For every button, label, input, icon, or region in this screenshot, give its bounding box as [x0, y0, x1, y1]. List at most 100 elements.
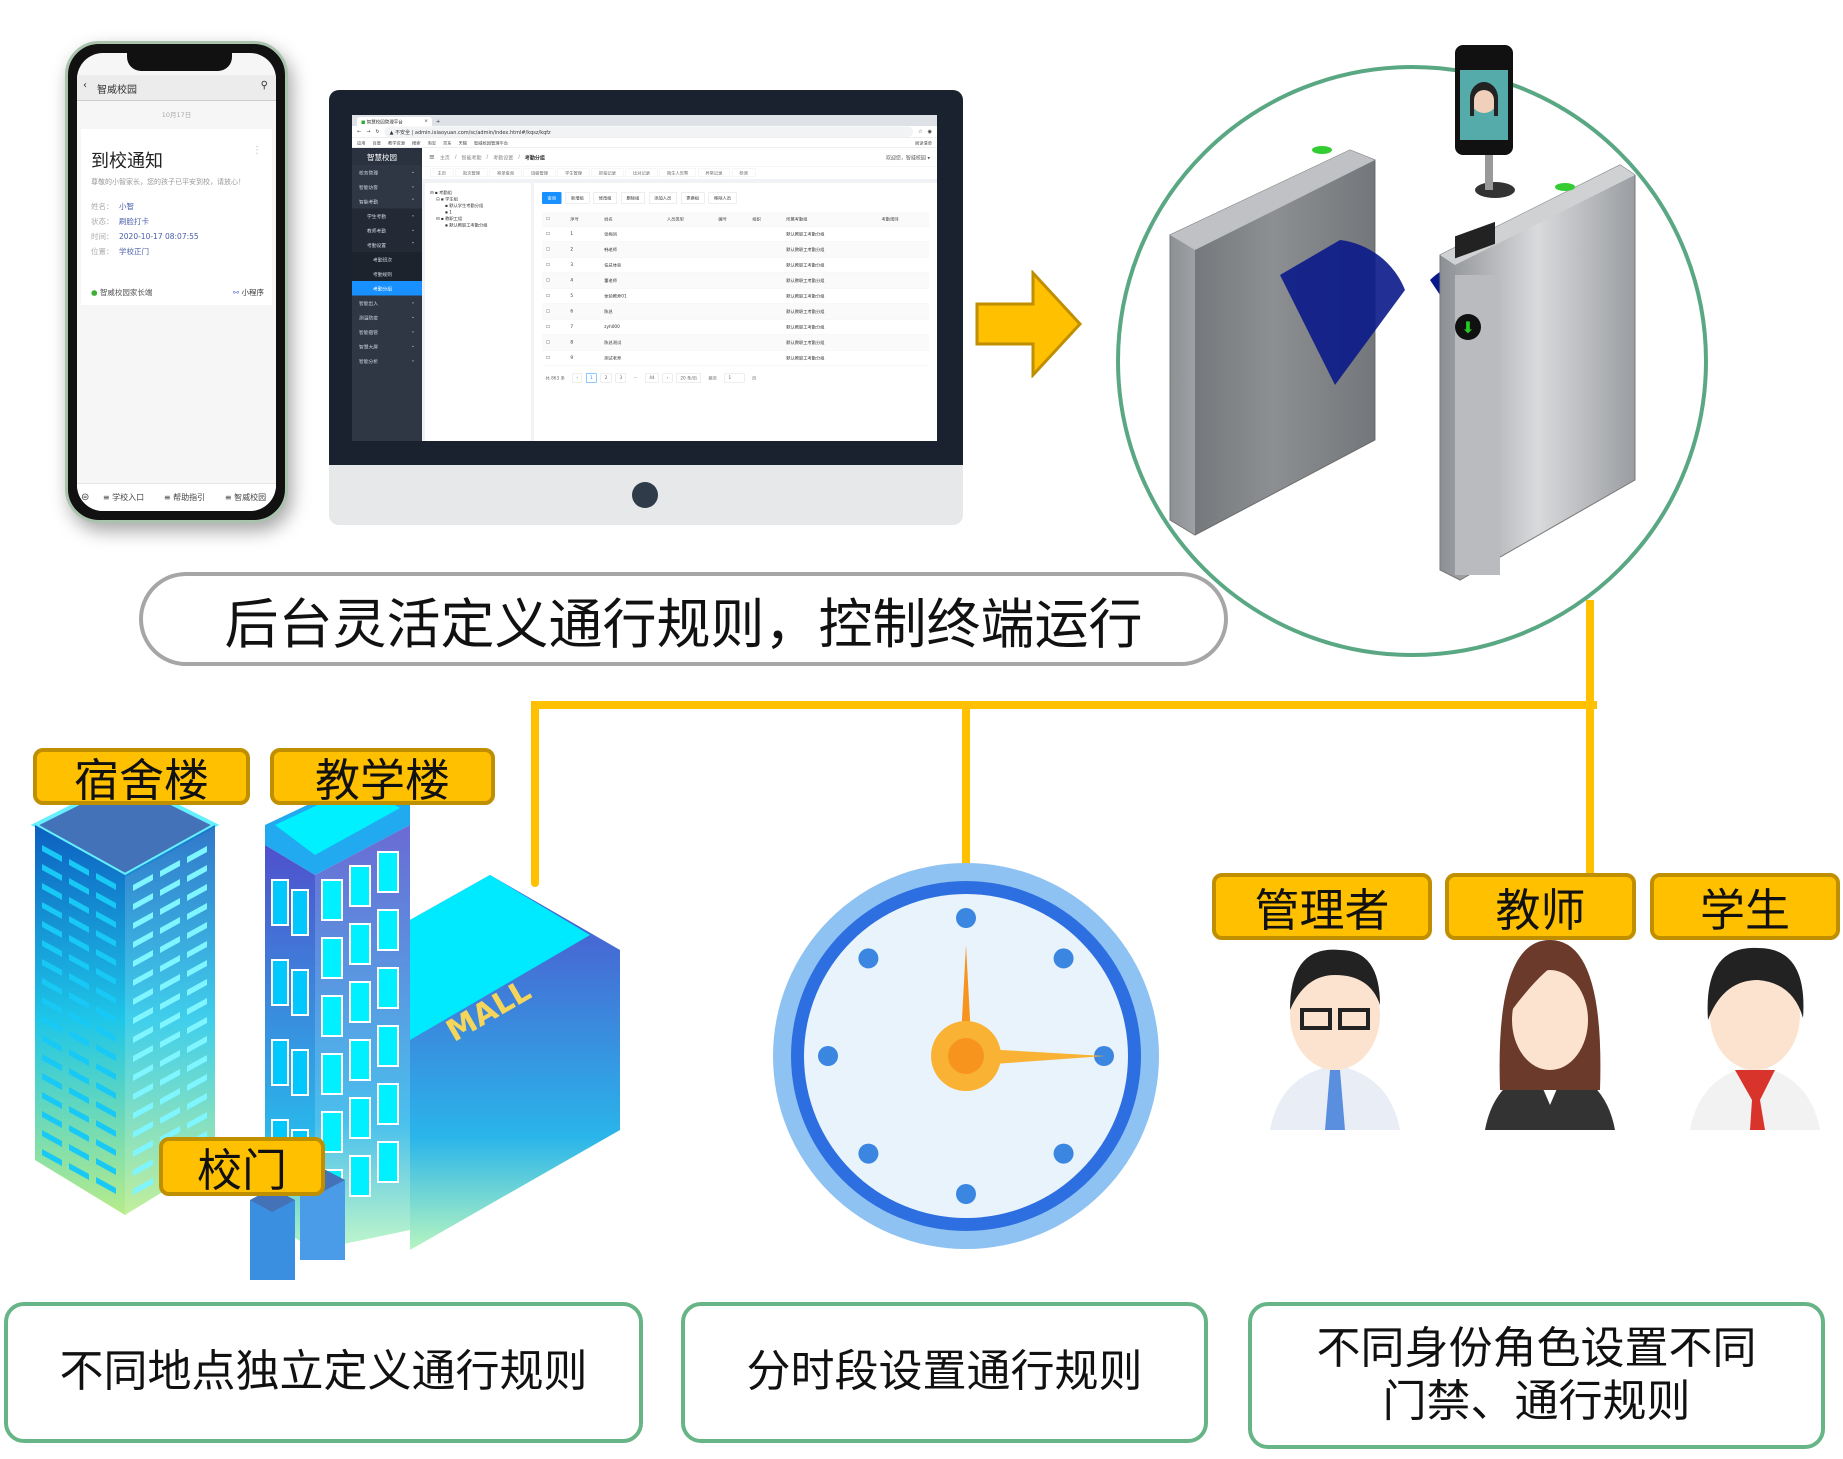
prev-page[interactable]: ‹ [572, 373, 583, 383]
menu-icon[interactable]: ≡ [429, 153, 435, 161]
breadcrumb[interactable]: 考勤设置 [493, 155, 514, 161]
window [133, 1178, 153, 1195]
row-checkbox[interactable]: ☐ [542, 288, 567, 304]
user-icon[interactable]: ⚲ [260, 80, 268, 91]
sidebar-item[interactable]: 校务管理⌄ [359, 169, 415, 176]
tree-node[interactable]: ⊟ ▪ 教职工组 [436, 216, 463, 222]
page-tab[interactable]: 检测 [731, 168, 756, 177]
page-button[interactable]: 44 [645, 373, 659, 383]
next-page[interactable]: › [662, 373, 673, 383]
change-group-button[interactable]: 更换组 [680, 192, 705, 204]
row-checkbox[interactable]: ☐ [542, 241, 567, 258]
add-group-button[interactable]: 新增组 [565, 192, 590, 204]
remove-person-button[interactable]: 移除人员 [708, 192, 737, 204]
row-checkbox[interactable]: ☐ [542, 319, 567, 335]
more-icon[interactable]: ⋮ [252, 145, 262, 156]
page-tab[interactable]: 学生管理 [557, 168, 590, 177]
goto-page-input[interactable]: 1 [724, 373, 745, 383]
row-checkbox[interactable]: ☐ [542, 350, 567, 366]
tree-node[interactable]: ▪ 1 [445, 210, 452, 215]
sidebar-item[interactable]: 智能出入⌄ [359, 299, 415, 307]
sidebar-item[interactable]: 智能分析⌄ [359, 357, 415, 365]
bookmark[interactable]: 天猫 [458, 140, 468, 146]
bookmark[interactable]: 应用 [357, 140, 366, 146]
page-button[interactable]: 1 [586, 373, 597, 383]
window [96, 1158, 116, 1175]
page-button[interactable]: 3 [615, 373, 627, 383]
connector-line [531, 701, 1597, 709]
add-person-button[interactable]: 添加人员 [648, 192, 677, 204]
page-button[interactable]: 2 [600, 373, 612, 383]
sidebar-item[interactable]: 智慧大屏⌄ [359, 343, 415, 350]
browser-tab[interactable]: ■ 智慧校园管理平台 × [357, 117, 432, 126]
sidebar-item[interactable]: 智能考勤⌃ [359, 198, 415, 205]
sidebar-item[interactable]: 教师考勤⌄ [352, 223, 422, 238]
menu-help[interactable]: ≡ 帮助指引 [163, 493, 206, 502]
row-checkbox[interactable]: ☐ [542, 272, 567, 289]
tree-node[interactable]: ⊟ ▪ 考勤组 [430, 190, 452, 196]
account-icon[interactable]: ◉ [927, 129, 932, 135]
breadcrumb[interactable]: 主页 [439, 155, 450, 161]
page-size-select[interactable]: 20 条/页 [676, 373, 702, 383]
phone-title-bar: ‹智威校园⚲ [77, 75, 276, 101]
bookmark[interactable]: 京东 [443, 140, 452, 146]
notification-card[interactable]: 到校通知 ⋮ 尊敬的小智家长，您的孩子已平安到校，请放心！ 姓名：小智 状态：刷… [81, 129, 272, 305]
breadcrumb[interactable]: 智能考勤 [461, 155, 482, 161]
bookmark[interactable]: 淘宝 [427, 140, 437, 146]
row-checkbox[interactable]: ☐ [542, 334, 567, 351]
reload-icon[interactable]: ↻ [375, 129, 380, 135]
select-all-checkbox[interactable]: ☐ [542, 212, 567, 227]
edit-group-button[interactable]: 修改组 [593, 192, 618, 204]
row-checkbox[interactable]: ☐ [542, 226, 567, 242]
query-button[interactable]: 查询 [542, 192, 562, 204]
page-tab[interactable]: 班级管理 [523, 168, 556, 177]
row-checkbox[interactable]: ☐ [542, 257, 567, 273]
sidebar-item[interactable]: 考勤规则 [352, 266, 422, 281]
tree-node[interactable]: ⊟ ▪ 学生组 [436, 197, 458, 202]
page-tab[interactable]: 抓拍记录 [591, 168, 624, 177]
page-tab[interactable]: 批次管理 [455, 168, 488, 177]
bookmark[interactable]: 教学资源 [388, 140, 406, 146]
page-tab[interactable]: 比对记录 [625, 168, 658, 177]
sidebar-item-active[interactable]: 考勤分组 [352, 281, 422, 296]
reading-list[interactable]: 阅读清单 [914, 140, 932, 146]
page-tab[interactable]: 异常记录 [697, 168, 730, 177]
tree-node[interactable]: ▪ 默认教职工考勤分组 [445, 223, 488, 228]
address-bar[interactable]: ▲ 不安全 | admin.ixiaoyuan.com/sc/admin/ind… [384, 126, 914, 137]
sidebar-item[interactable]: 测温防疫⌄ [359, 314, 415, 321]
bookmark[interactable]: 百度 [372, 140, 382, 146]
menu-school-entry[interactable]: ≡ 学校入口 [102, 493, 145, 502]
bookmark[interactable]: 智威校园管理平台 [474, 140, 509, 146]
page-tab[interactable]: 陌生人告警 [659, 168, 696, 177]
star-icon[interactable]: ☆ [918, 129, 923, 135]
menu-campus[interactable]: ≡ 智威校园 [224, 493, 267, 502]
forward-icon[interactable]: → [366, 129, 371, 135]
new-tab-icon[interactable]: + [436, 119, 441, 125]
sidebar-item[interactable]: 智能宿管⌄ [359, 328, 415, 336]
back-icon[interactable]: ← [357, 129, 362, 135]
mini-program-link[interactable]: 小程序 [241, 288, 265, 297]
back-icon[interactable]: ‹ [83, 80, 87, 91]
tree-node[interactable]: ▪ 默认学生考勤分组 [445, 203, 484, 209]
user-menu[interactable]: 欢迎您，智威校园 ▾ [885, 155, 930, 161]
delete-group-button[interactable]: 删除组 [621, 192, 645, 204]
sidebar-item[interactable]: 考勤设置⌃ [352, 237, 422, 252]
page-tab[interactable]: 寄单查询 [489, 168, 522, 177]
keyboard-icon[interactable]: ⊜ [81, 492, 90, 503]
row-checkbox[interactable]: ☐ [542, 303, 567, 320]
sidebar-item[interactable]: 学生考勤⌄ [352, 208, 422, 223]
sidebar-item[interactable]: 智能访客⌄ [359, 183, 415, 191]
sidebar-item[interactable]: 考勤班次 [352, 252, 422, 267]
close-tab-icon[interactable]: × [424, 118, 428, 124]
bookmark[interactable]: 搜索 [412, 140, 421, 146]
page-tab[interactable]: 主页 [430, 168, 454, 177]
